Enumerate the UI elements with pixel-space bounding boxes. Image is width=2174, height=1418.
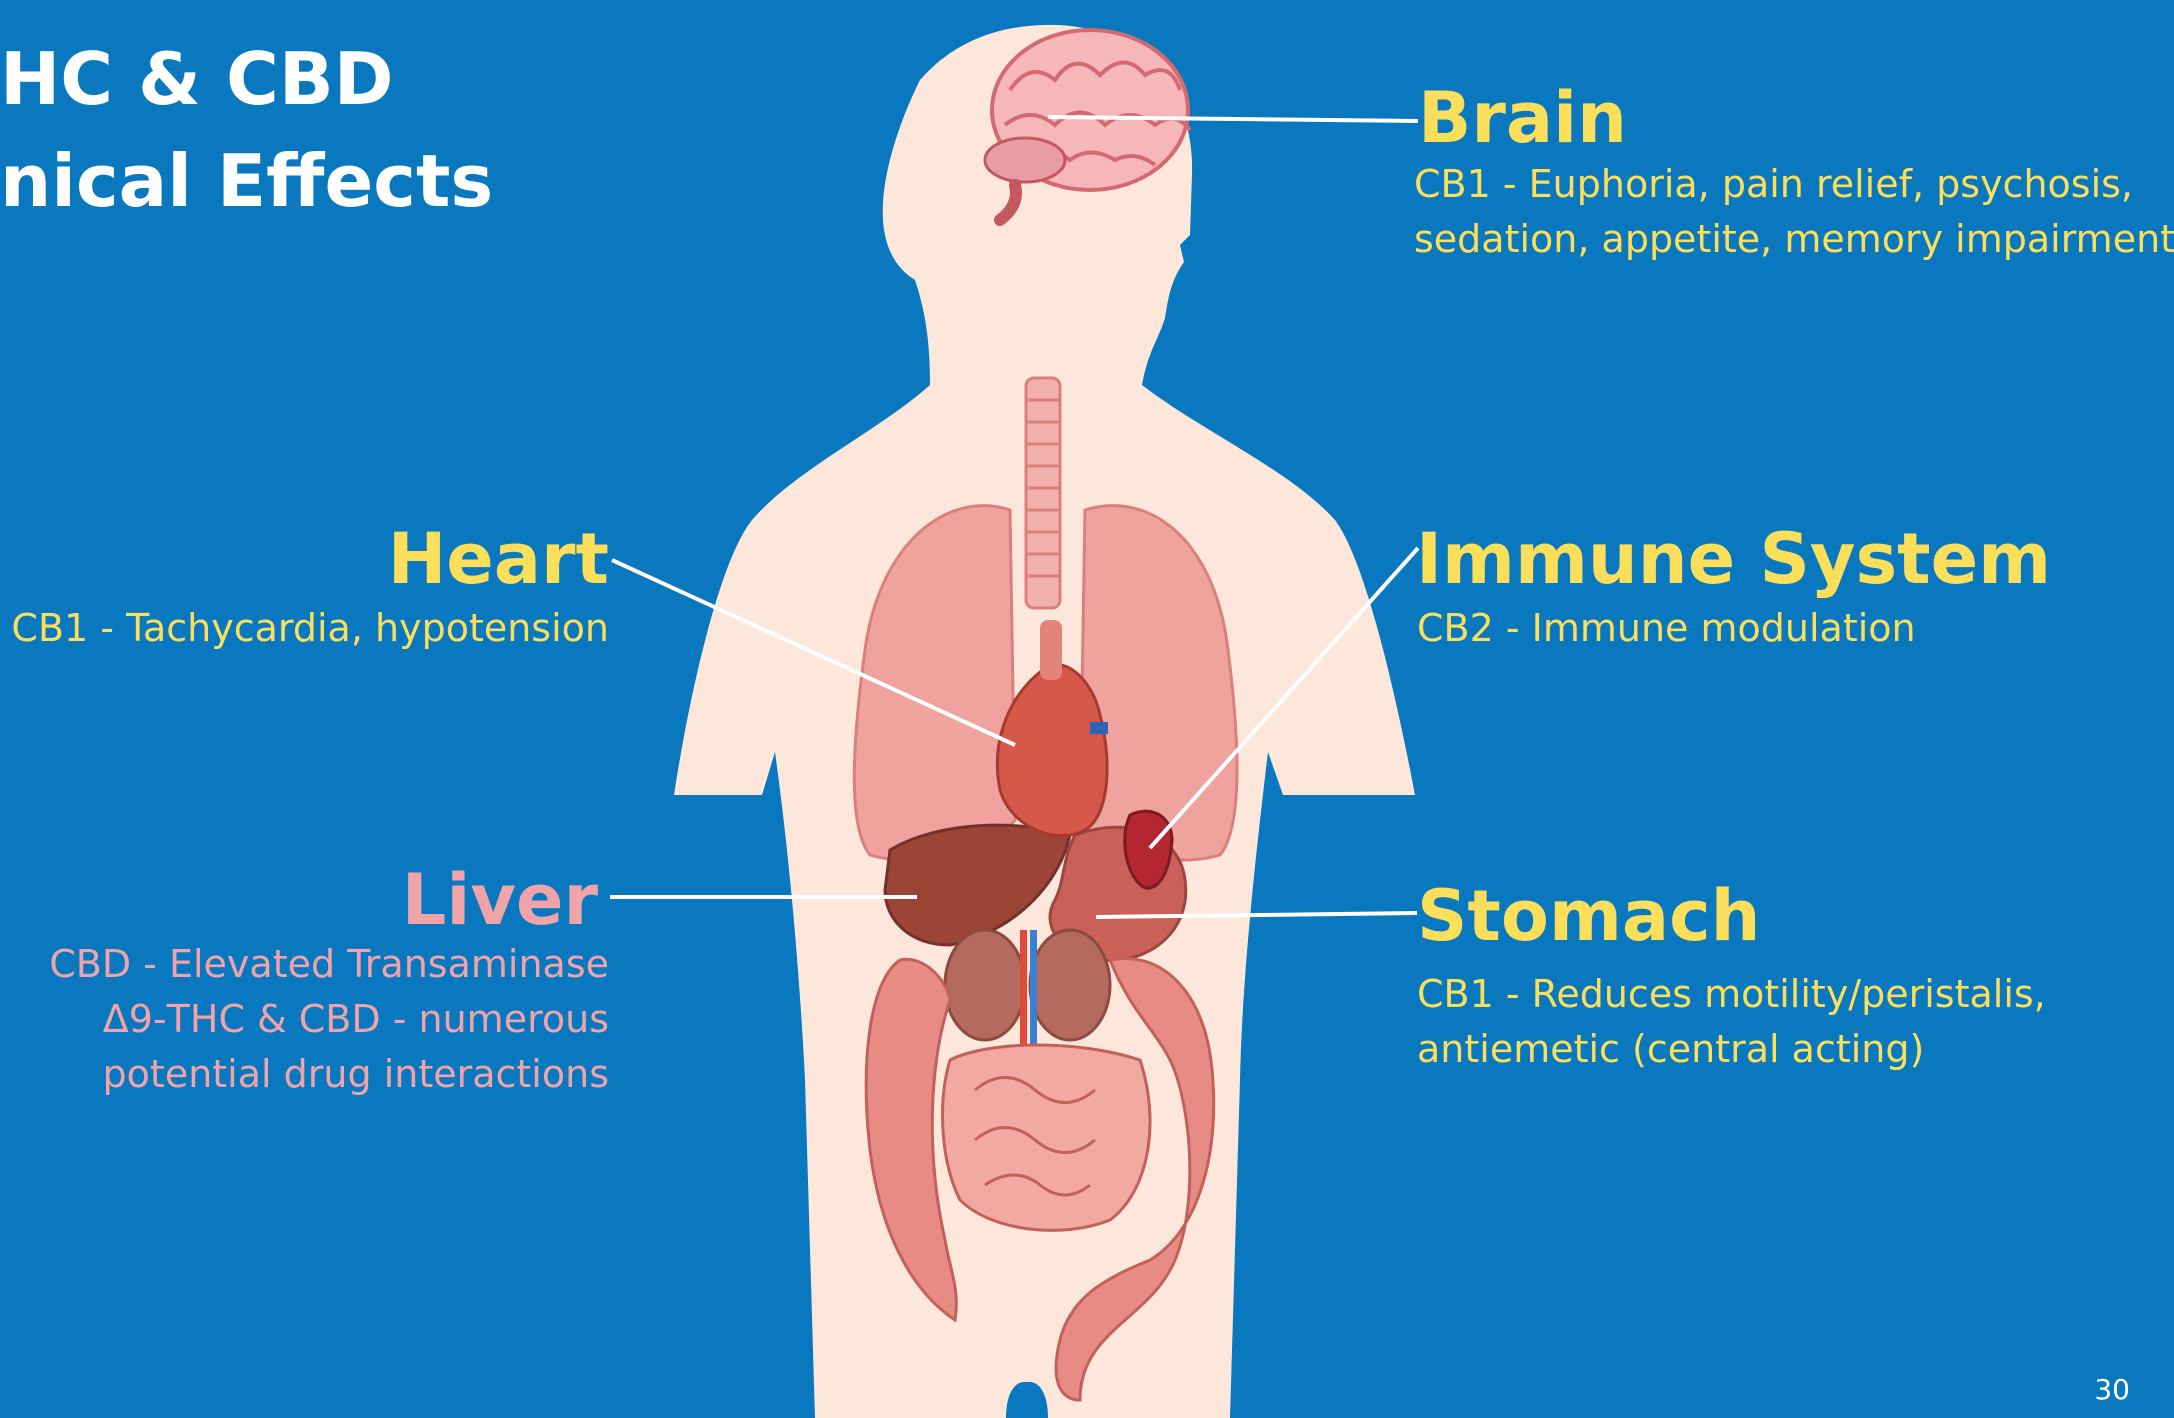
brain-heading: Brain <box>1418 76 1627 160</box>
liver-description-line: CBD - Elevated Transaminase <box>49 937 609 992</box>
immune-description: CB2 - Immune modulation <box>1417 601 1916 656</box>
liver-description-line: potential drug interactions <box>49 1047 609 1102</box>
heart-description: CB1 - Tachycardia, hypotension <box>11 601 609 656</box>
heart-description-line: CB1 - Tachycardia, hypotension <box>11 601 609 656</box>
liver-heading: Liver <box>402 858 598 942</box>
brain-description-line: CB1 - Euphoria, pain relief, psychosis, <box>1414 157 2174 212</box>
immune-description-line: CB2 - Immune modulation <box>1417 601 1916 656</box>
slide-title-line2: nical Effects <box>0 130 493 232</box>
liver-description: CBD - Elevated Transaminase Δ9-THC & CBD… <box>49 937 609 1102</box>
stomach-description: CB1 - Reduces motility/peristalis, antie… <box>1417 967 2046 1077</box>
heart-heading: Heart <box>388 517 609 601</box>
brain-description: CB1 - Euphoria, pain relief, psychosis, … <box>1414 157 2174 267</box>
stomach-description-line: CB1 - Reduces motility/peristalis, <box>1417 967 2046 1022</box>
trachea-icon <box>1026 378 1060 608</box>
slide-title-line1: HC & CBD <box>0 28 493 130</box>
stomach-description-line: antiemetic (central acting) <box>1417 1022 2046 1077</box>
page-number: 30 <box>2094 1373 2130 1406</box>
slide-title: HC & CBD nical Effects <box>0 28 493 232</box>
immune-heading: Immune System <box>1416 517 2051 601</box>
stomach-heading: Stomach <box>1417 874 1760 958</box>
brain-description-line: sedation, appetite, memory impairment <box>1414 212 2174 267</box>
liver-description-line: Δ9-THC & CBD - numerous <box>49 992 609 1047</box>
